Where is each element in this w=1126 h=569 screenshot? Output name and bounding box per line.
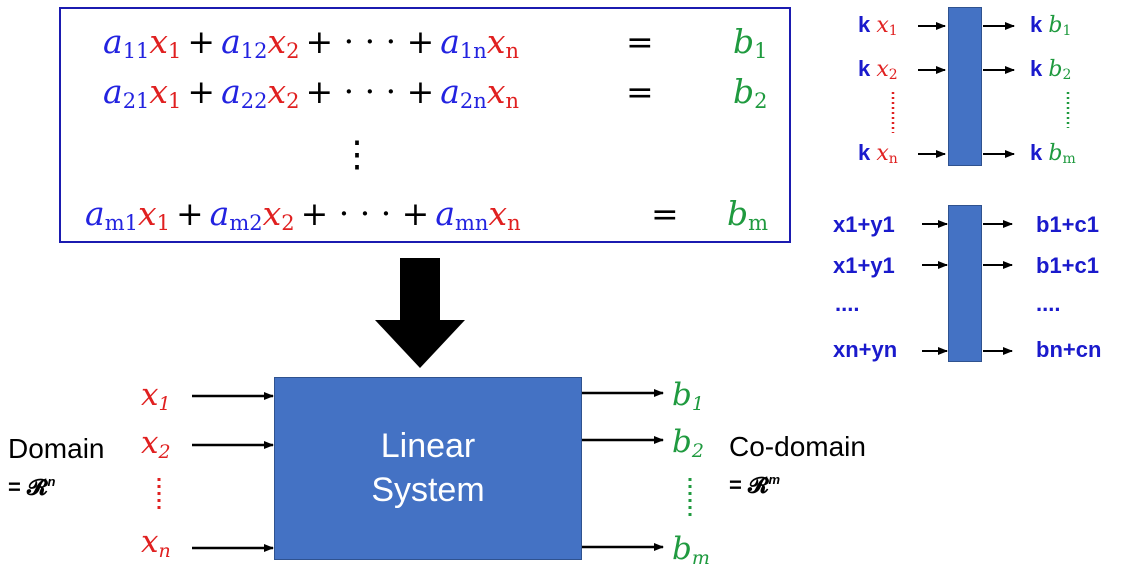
linear-system-box: Linear System	[274, 377, 582, 560]
equals-m: =	[651, 194, 679, 233]
output-b2: b2	[672, 424, 704, 462]
input-xn: xn	[141, 524, 171, 562]
additivity-system-box	[948, 205, 982, 362]
codomain-space: = 𝓡m	[729, 472, 781, 498]
scaling-output-1: k b1	[1030, 12, 1072, 39]
scaling-system-box	[948, 7, 982, 166]
equation-row-m: am1x1+am2x2+ · · · +amnxn	[85, 194, 521, 235]
equation-system-box: a11x1+a12x2+ · · · +a1nxn = b1 a21x1+a22…	[59, 7, 791, 243]
rhs-2: b2	[733, 72, 768, 113]
additivity-output-2: b1+c1	[1036, 253, 1099, 278]
rhs-m: bm	[727, 194, 769, 235]
output-b1: b1	[672, 377, 704, 415]
scaling-output-2: k b2	[1030, 56, 1072, 83]
codomain-label: Co-domain	[729, 431, 866, 462]
output-bm: bm	[672, 531, 710, 569]
coef: a	[103, 22, 123, 61]
equals-1: =	[626, 22, 654, 61]
equals-2: =	[626, 72, 654, 111]
scaling-input-n: k xn	[858, 140, 898, 167]
equation-row-2: a21x1+a22x2+ · · · +a2nxn	[103, 72, 519, 113]
input-x2: x2	[141, 425, 171, 463]
vertical-dots: ⋮	[339, 134, 375, 175]
additivity-output-dots: ....	[1036, 291, 1061, 316]
scaling-output-m: k bm	[1030, 140, 1076, 167]
rhs-1: b1	[733, 22, 768, 63]
down-arrow-icon	[375, 258, 465, 368]
equation-row-1: a11x1+a12x2+ · · · +a1nxn	[103, 22, 519, 63]
additivity-output-n: bn+cn	[1036, 337, 1102, 362]
linear-system-label: Linear System	[371, 427, 485, 509]
scaling-input-1: k x1	[858, 12, 898, 39]
additivity-input-dots: ....	[835, 291, 860, 316]
domain-label: Domain	[8, 433, 105, 464]
additivity-output-1: b1+c1	[1036, 212, 1099, 237]
scaling-input-2: k x2	[858, 56, 898, 83]
additivity-input-n: xn+yn	[833, 337, 898, 362]
input-x1: x1	[141, 377, 171, 415]
domain-space: = 𝓡n	[8, 474, 56, 500]
additivity-input-2: x1+y1	[833, 253, 895, 278]
additivity-input-1: x1+y1	[833, 212, 895, 237]
